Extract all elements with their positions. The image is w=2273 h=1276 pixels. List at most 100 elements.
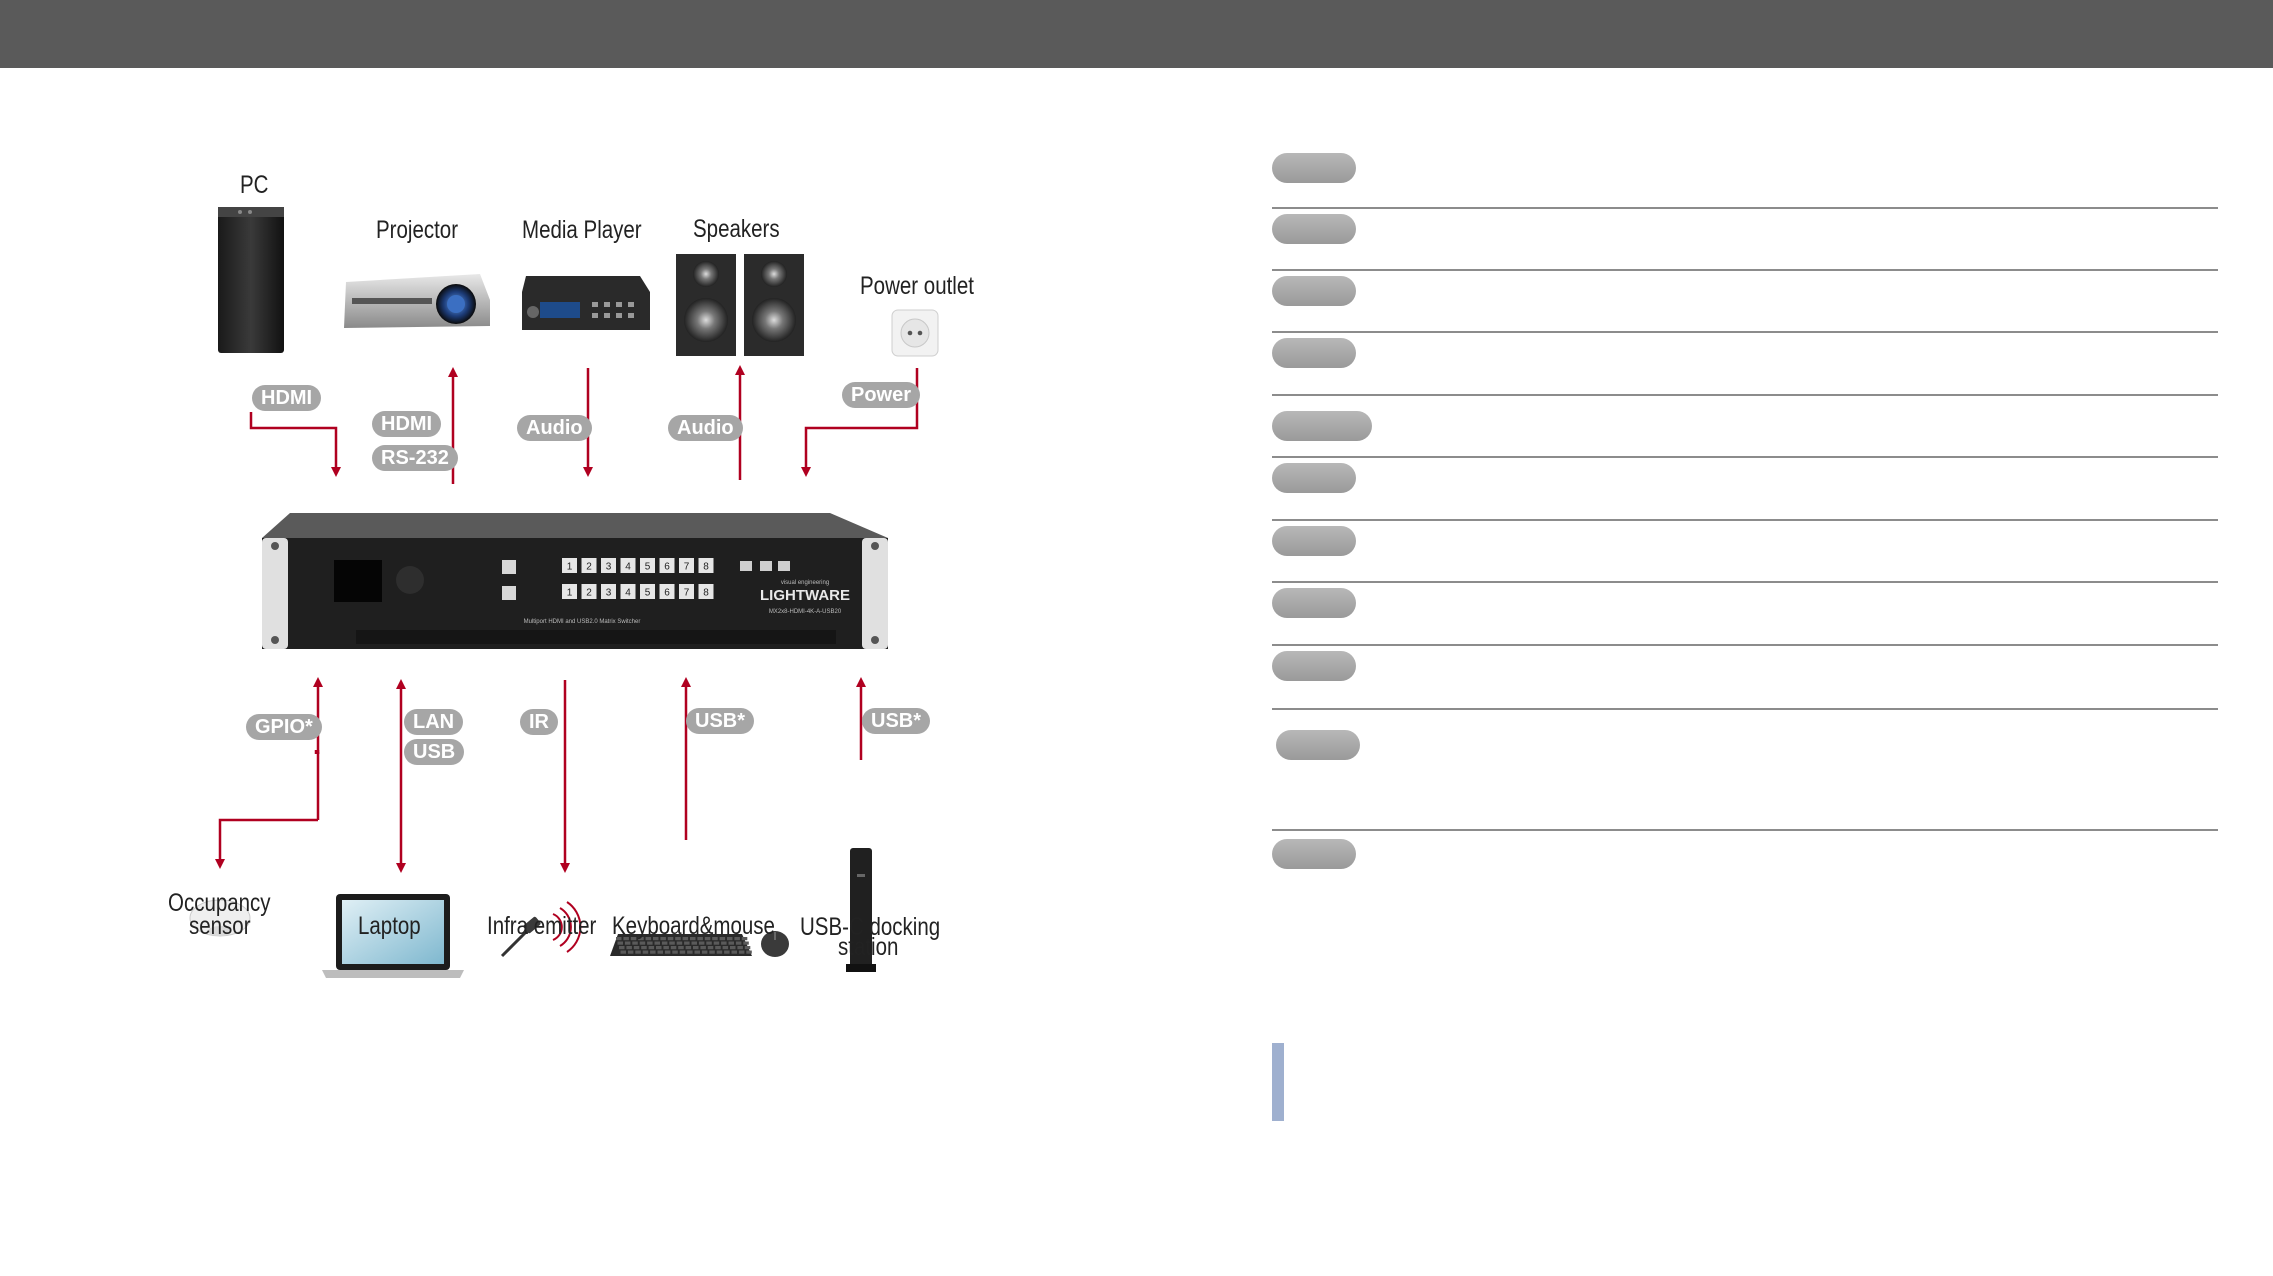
keyboard-key <box>694 950 700 954</box>
table-row <box>1272 150 2218 209</box>
projector-label: Projector <box>376 216 459 244</box>
matrix-button-number: 5 <box>645 588 651 599</box>
keyboard-key <box>727 937 733 941</box>
pc-label: PC <box>240 171 269 199</box>
keyboard-key <box>735 941 742 945</box>
keyboard-key <box>678 946 684 950</box>
keyboard-key <box>734 937 740 941</box>
keyboard-key <box>730 946 736 950</box>
ir-tag: IR <box>520 709 558 735</box>
matrix-button-number: 3 <box>606 562 612 573</box>
keyboard-key <box>647 941 653 945</box>
keyboard-key <box>721 941 727 945</box>
keyboard-key <box>626 946 632 950</box>
matrix-button <box>581 584 597 599</box>
keyboard-key <box>722 946 729 950</box>
keyboard-key <box>719 937 726 941</box>
keyboard-key <box>744 946 751 950</box>
row-pill <box>1272 588 1356 618</box>
usb-host-tag: USB* <box>686 708 755 734</box>
keyboard-key <box>700 946 706 950</box>
matrix-button <box>679 558 694 573</box>
keyboard-key <box>706 941 712 945</box>
keyboard-key <box>738 950 745 954</box>
keyboard-key <box>627 950 634 954</box>
row-pill <box>1272 214 1356 244</box>
power-tag: Power <box>842 382 921 408</box>
media-player-icon <box>522 276 650 330</box>
keyboard-key <box>635 950 641 954</box>
table-row <box>1272 209 2218 271</box>
infra-emitter-icon <box>500 901 582 958</box>
media-player-label: Media Player <box>522 216 642 244</box>
occupancy-sensor-icon <box>189 899 251 937</box>
header-bar <box>0 0 2273 68</box>
keyboard-key <box>685 946 692 950</box>
matrix-button-number: 4 <box>625 562 631 573</box>
keyboard-key <box>657 950 663 954</box>
matrix-button-number: 7 <box>684 588 690 599</box>
keyboard-key <box>715 946 721 950</box>
keyboard-key <box>650 950 656 954</box>
table-row <box>1272 583 2218 646</box>
usbc-dock-icon <box>846 848 876 972</box>
matrix-button-number: 1 <box>567 588 573 599</box>
keyboard-key <box>617 941 623 945</box>
keyboard-key <box>653 937 659 941</box>
usb-tag: USB <box>404 739 465 765</box>
row-pill <box>1272 276 1356 306</box>
keyboard-key <box>698 941 705 945</box>
matrix-button <box>659 584 675 599</box>
row-pill <box>1272 411 1372 441</box>
gpio-tag: GPIO* <box>246 714 322 740</box>
matrix-button-number: 2 <box>586 562 592 573</box>
keyboard-key <box>731 950 737 954</box>
matrix-button <box>601 584 616 599</box>
hdmi-input-tag: HDMI <box>252 385 322 411</box>
matrix-button <box>698 558 714 573</box>
table-row <box>1272 521 2218 583</box>
keyboard-key <box>660 937 666 941</box>
keyboard-key <box>682 937 689 941</box>
keyboard-key <box>619 946 625 950</box>
keyboard-key <box>691 941 697 945</box>
keyboard-key <box>716 950 723 954</box>
keyboard-key <box>623 937 629 941</box>
matrix-button <box>601 558 616 573</box>
matrix-button <box>581 558 597 573</box>
keyboard-key <box>638 937 644 941</box>
keyboard-key <box>663 946 669 950</box>
keyboard-key <box>670 946 677 950</box>
laptop-label: Laptop <box>358 912 421 940</box>
table-row <box>1272 710 2218 831</box>
keyboard-key <box>667 937 674 941</box>
matrix-button-number: 4 <box>625 588 631 599</box>
row-pill <box>1272 338 1356 368</box>
keyboard-key <box>630 937 637 941</box>
keyboard-key <box>672 950 678 954</box>
row-pill <box>1272 463 1356 493</box>
keyboard-key <box>645 937 652 941</box>
table-row <box>1272 396 2218 458</box>
table-row <box>1272 458 2218 521</box>
usb-dock-tag: USB* <box>862 708 931 734</box>
matrix-button-number: 8 <box>703 562 709 573</box>
keyboard-key <box>684 941 690 945</box>
keyboard-key <box>746 950 752 954</box>
keyboard-key <box>707 946 714 950</box>
keyboard-key <box>664 950 671 954</box>
keyboard-key <box>669 941 675 945</box>
occupancy-sensor-label-2: sensor <box>189 912 251 940</box>
keyboard-key <box>693 946 699 950</box>
keyboard-key <box>616 937 622 941</box>
table-row <box>1272 333 2218 396</box>
speakers-icon <box>676 254 804 356</box>
lan-tag: LAN <box>404 709 464 735</box>
matrix-button <box>562 558 577 573</box>
matrix-button-number: 2 <box>586 588 592 599</box>
svg-text:Multiport HDMI and USB2.0 Matr: Multiport HDMI and USB2.0 Matrix Switche… <box>524 619 641 625</box>
keyboard-mouse-label: Keyboard&mouse <box>612 912 775 940</box>
matrix-button <box>562 584 577 599</box>
